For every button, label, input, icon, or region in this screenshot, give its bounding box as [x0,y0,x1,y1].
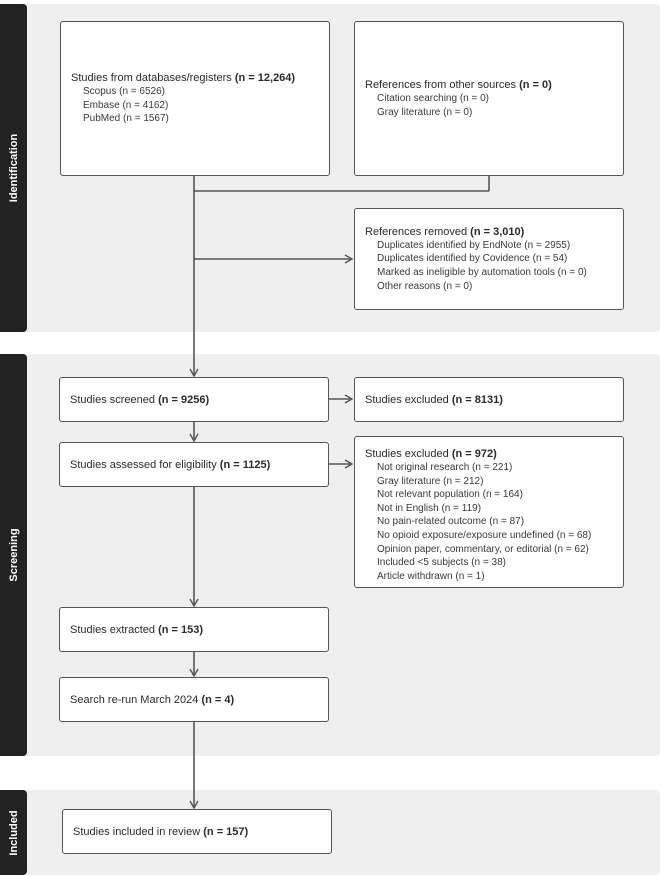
excluded-full-heading: Studies excluded (n = 972) [365,447,613,461]
included-label: Included [0,790,27,875]
excluded-reason-7: Opinion paper, commentary, or editorial … [377,543,589,555]
excluded-reason-5: No pain-related outcome (n = 87) [377,516,525,528]
databases-heading: Studies from databases/registers (n = 12… [71,71,329,85]
excluded-reason-1: Not original research (n = 221) [377,462,513,473]
databases-item-pubmed: PubMed (n = 1567) [83,113,169,125]
removed-item-endnote: Duplicates identified by EndNote (n = 29… [377,239,571,251]
removed-item-covidence: Duplicates identified by Covidence (n = … [377,253,568,265]
databases-box: Studies from databases/registers (n = 12… [60,21,330,176]
screened-box: Studies screened (n = 9256) [59,377,329,422]
included-review-box: Studies included in review (n = 157) [62,809,332,854]
excluded-full-count: (n = 972) [451,448,497,460]
included-review-title: Studies included in review [73,825,204,838]
other-sources-count: (n = 0) [519,78,552,91]
screened-heading: Studies screened (n = 9256) [70,393,209,407]
other-sources-item-gray: Gray literature (n = 0) [377,106,473,118]
eligibility-box: Studies assessed for eligibility (n = 11… [59,442,329,487]
excluded-reason-9: Article withdrawn (n = 1) [377,570,485,582]
excluded-reason-4: Not in English (n = 119) [377,502,482,514]
included-review-heading: Studies included in review (n = 157) [73,825,248,839]
removed-title: References removed [365,225,471,238]
excluded-full-box: Studies excluded (n = 972) Not original … [354,436,624,588]
excluded-reason-8: Included <5 subjects (n = 38) [377,557,506,569]
excluded-reason-6: No opioid exposure/exposure undefined (n… [377,529,592,541]
removed-box: References removed (n = 3,010) Duplicate… [354,208,624,310]
removed-item-other: Other reasons (n = 0) [377,280,473,292]
screening-label: Screening [0,354,27,756]
extracted-title: Studies extracted [70,623,159,636]
identification-label: Identification [0,4,27,332]
extracted-heading: Studies extracted (n = 153) [70,623,203,637]
eligibility-title: Studies assessed for eligibility [70,458,220,471]
other-sources-heading: References from other sources (n = 0) [365,78,623,92]
excluded-reason-3: Not relevant population (n = 164) [377,489,523,501]
included-review-count: (n = 157) [203,825,249,838]
databases-title: Studies from databases/registers [71,72,235,85]
databases-item-scopus: Scopus (n = 6526) [83,86,165,98]
excluded-screen-box: Studies excluded (n = 8131) [354,377,624,422]
eligibility-heading: Studies assessed for eligibility (n = 11… [70,458,270,472]
databases-count: (n = 12,264) [234,72,296,85]
excluded-screen-count: (n = 8131) [451,393,503,406]
eligibility-count: (n = 1125) [219,458,271,471]
rerun-heading: Search re-run March 2024 (n = 4) [70,693,234,707]
other-sources-item-citation: Citation searching (n = 0) [377,92,490,104]
rerun-title: Search re-run March 2024 [70,693,202,706]
removed-item-automation: Marked as ineligible by automation tools… [377,267,587,278]
excluded-full-title: Studies excluded [365,448,452,460]
extracted-box: Studies extracted (n = 153) [59,607,329,652]
rerun-count: (n = 4) [201,693,235,706]
other-sources-title: References from other sources [365,78,520,91]
excluded-reason-2: Gray literature (n = 212) [377,475,484,487]
excluded-screen-heading: Studies excluded (n = 8131) [365,393,503,407]
excluded-screen-title: Studies excluded [365,393,452,406]
other-sources-box: References from other sources (n = 0) Ci… [354,21,624,176]
extracted-count: (n = 153) [158,623,203,636]
removed-count: (n = 3,010) [470,225,525,238]
screened-count: (n = 9256) [158,393,210,406]
rerun-box: Search re-run March 2024 (n = 4) [59,677,329,722]
databases-item-embase: Embase (n = 4162) [83,99,169,111]
removed-heading: References removed (n = 3,010) [365,225,623,239]
screened-title: Studies screened [70,393,159,406]
